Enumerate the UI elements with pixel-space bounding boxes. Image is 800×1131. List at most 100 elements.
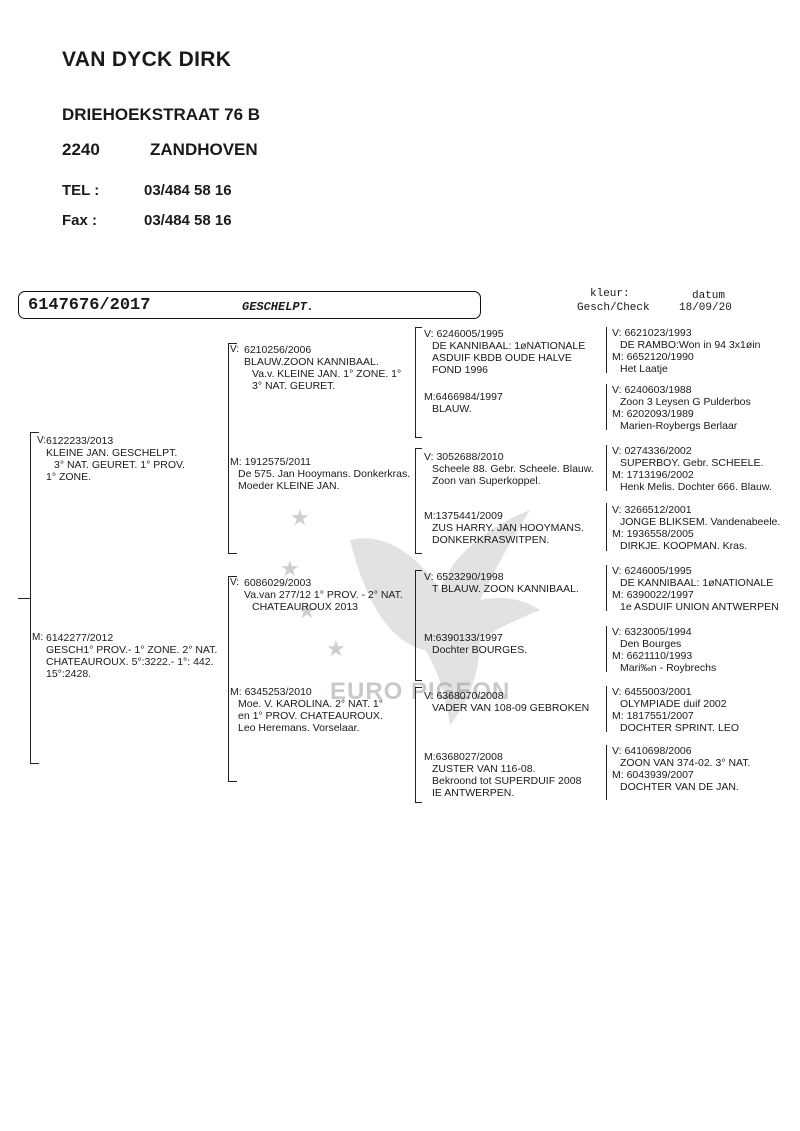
ring-line: 6621110/1993	[626, 650, 693, 662]
info-line: Scheele 88. Gebr. Scheele. Blauw.	[432, 463, 594, 475]
ring-line: 1817551/2007	[626, 710, 694, 722]
gen3-entry: V: 3052688/2010 Scheele 88. Gebr. Scheel…	[424, 451, 594, 487]
granddam-entry: M: 1912575/2011 De 575. Jan Hooymans. Do…	[230, 456, 410, 492]
gen4-entry: V: 0274336/2002 SUPERBOY. Gebr. SCHEELE.…	[612, 445, 772, 493]
ring-line: 3266512/2001	[624, 504, 692, 516]
watermark-star-icon: ★	[290, 505, 310, 530]
ring-line: 6368070/2008	[436, 690, 504, 702]
info-line: Marien-Roybergs Berlaar	[620, 420, 738, 432]
info-line: Zoon 3 Leysen G Pulderbos	[620, 396, 751, 408]
info-line: 3° NAT. GEURET. 1° PROV.	[54, 459, 185, 471]
owner-street: DRIEHOEKSTRAAT 76 B	[62, 105, 261, 124]
datum-value: 18/09/20	[679, 302, 732, 314]
info-line: Mari‰n - Roybrechs	[620, 662, 717, 674]
root-connector	[18, 598, 30, 599]
info-line: ZUS HARRY. JAN HOOYMANS.	[432, 522, 584, 534]
info-line: BLAUW.	[432, 403, 472, 415]
pigeon-color: GESCHELPT.	[242, 300, 315, 314]
tel-label: TEL :	[62, 182, 100, 199]
gen4-entry: V: 6240603/1988 Zoon 3 Leysen G Pulderbo…	[612, 384, 751, 432]
owner-postcode: 2240	[62, 140, 100, 159]
gen3-bracket	[415, 625, 422, 681]
ring-line: 6368027/2008	[435, 751, 503, 763]
gen4-entry: V: 6246005/1995 DE KANNIBAAL: 1øNATIONAL…	[612, 565, 779, 613]
sex-label: M:	[424, 632, 436, 644]
info-line: SUPERBOY. Gebr. SCHEELE.	[620, 457, 764, 469]
info-line: ZOON VAN 374-02. 3° NAT.	[620, 757, 751, 769]
info-line: OLYMPIADE duif 2002	[620, 698, 727, 710]
dam-bracket	[30, 598, 39, 764]
ring-line: 6390022/1997	[626, 589, 694, 601]
ring-line: 6142277/2012	[46, 632, 114, 644]
gen2-bracket	[228, 450, 237, 554]
fax-label: Fax :	[62, 212, 98, 229]
sex-label: V:	[424, 690, 434, 702]
info-line: DIRKJE. KOOPMAN. Kras.	[620, 540, 748, 552]
gen3-bracket	[415, 387, 422, 438]
gen2-bracket	[228, 680, 237, 782]
gen4-bracket	[606, 327, 607, 373]
gen4-bracket	[606, 384, 607, 430]
ring-line: 6410698/2006	[624, 745, 692, 757]
info-line: De 575. Jan Hooymans. Donkerkras.	[238, 468, 411, 480]
gen4-entry: V: 6323005/1994 Den Bourges M: 6621110/1…	[612, 626, 717, 674]
info-line: Den Bourges	[620, 638, 682, 650]
watermark-star-icon: ★	[280, 556, 300, 581]
info-line: 1e ASDUIF UNION ANTWERPEN	[620, 601, 779, 613]
granddam-entry: M: 6345253/2010 Moe. V. KAROLINA. 2° NAT…	[230, 686, 383, 734]
gen3-entry: M:1375441/2009 ZUS HARRY. JAN HOOYMANS. …	[424, 510, 584, 546]
gen2-bracket	[228, 343, 237, 451]
info-line: Moeder KLEINE JAN.	[238, 480, 340, 492]
gen3-entry: M:6466984/1997 BLAUW.	[424, 391, 503, 415]
ring-line: 1375441/2009	[435, 510, 503, 522]
gen3-bracket	[415, 448, 422, 504]
gen4-bracket	[606, 686, 607, 732]
info-line: en 1° PROV. CHATEAUROUX.	[238, 710, 383, 722]
ring-number: 6147676/2017	[28, 296, 151, 315]
ring-line: 6323005/1994	[624, 626, 692, 638]
ring-line: 6390133/1997	[435, 632, 503, 644]
sex-label: M:	[32, 632, 44, 643]
sex-label: V:	[424, 328, 434, 340]
info-line: Dochter BOURGES.	[432, 644, 528, 656]
info-line: CHATEAUROUX. 5°:3222.- 1°: 442.	[46, 656, 214, 668]
gen3-bracket	[415, 503, 422, 554]
info-line: Moe. V. KAROLINA. 2° NAT. 1°	[238, 698, 383, 710]
sire-bracket	[30, 432, 39, 599]
info-line: ASDUIF KBDB OUDE HALVE	[432, 352, 572, 364]
info-line: DE KANNIBAAL: 1øNATIONALE	[620, 577, 774, 589]
sex-label: V:	[230, 577, 240, 588]
ring-line: 6345253/2010	[244, 686, 312, 698]
info-line: KLEINE JAN. GESCHELPT.	[46, 447, 178, 459]
gen3-entry: V: 6246005/1995 DE KANNIBAAL: 1øNATIONAL…	[424, 328, 585, 376]
ring-line: 6086029/2003	[244, 577, 312, 589]
gen3-bracket	[415, 687, 422, 738]
grandsire-entry: 6086029/2003 Va.van 277/12 1° PROV. - 2°…	[244, 577, 403, 613]
watermark-star-icon: ★	[326, 636, 346, 661]
ring-line: 6621023/1993	[624, 327, 692, 339]
info-line: IE ANTWERPEN.	[432, 787, 515, 799]
watermark-star-icon: ★	[297, 598, 317, 623]
ring-line: 6122233/2013	[46, 435, 114, 447]
info-line: BLAUW.ZOON KANNIBAAL.	[244, 356, 379, 368]
gen4-bracket	[606, 565, 607, 611]
owner-city: ZANDHOVEN	[150, 140, 258, 159]
ring-line: 3052688/2010	[436, 451, 504, 463]
info-line: DE RAMBO:Won in 94 3x1øin	[620, 339, 761, 351]
watermark-text: EURO PIGEON	[330, 678, 511, 705]
ring-line: 6652120/1990	[626, 351, 694, 363]
ring-line: 6246005/1995	[436, 328, 504, 340]
tel-value: 03/484 58 16	[144, 182, 232, 199]
sex-label: V:	[230, 344, 240, 355]
gen3-entry: M:6368027/2008 ZUSTER VAN 116-08. Bekroo…	[424, 751, 581, 799]
gen4-entry: V: 6410698/2006 ZOON VAN 374-02. 3° NAT.…	[612, 745, 751, 793]
gen4-bracket	[606, 745, 607, 800]
ring-line: 6202093/1989	[626, 408, 694, 420]
gen3-entry: V: 6368070/2008 VADER VAN 108-09 GEBROKE…	[424, 690, 589, 714]
dam-entry: M: 6142277/2012 GESCH1° PROV.- 1° ZONE. …	[32, 632, 217, 680]
info-line: ZUSTER VAN 116-08.	[432, 763, 536, 775]
ring-line: 6240603/1988	[624, 384, 692, 396]
ring-line: 1912575/2011	[244, 456, 311, 468]
sex-label: V:	[424, 451, 434, 463]
ring-line: 6043939/2007	[626, 769, 694, 781]
